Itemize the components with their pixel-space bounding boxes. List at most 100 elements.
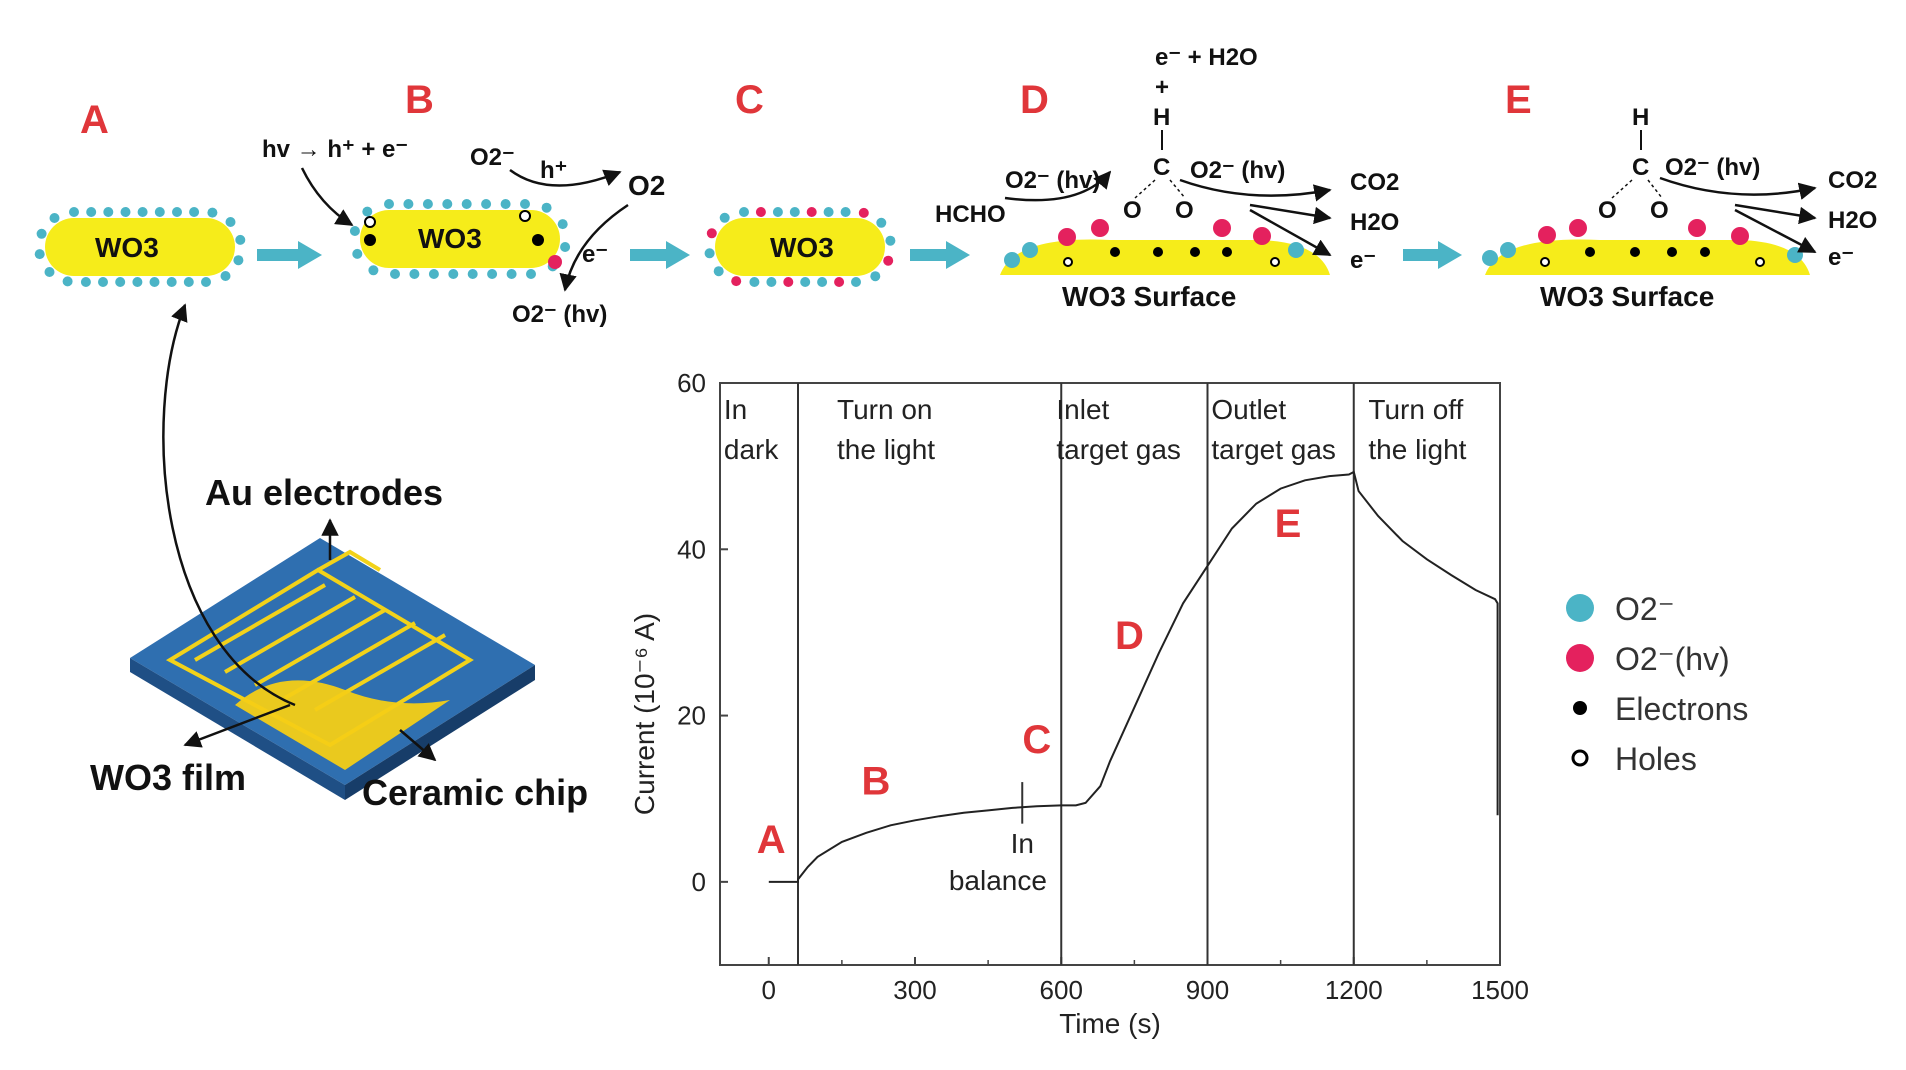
adsorbed-oxygen-dot [783, 277, 794, 287]
o2-molecule: O2 [628, 170, 665, 201]
adsorbed-oxygen-dot [560, 242, 571, 252]
x-tick-label: 1500 [1471, 975, 1529, 1005]
adsorbed-oxygen-dot [183, 277, 194, 287]
particle-c-label: WO3 [770, 232, 834, 263]
adsorbed-oxygen-dot [806, 207, 817, 217]
adsorbed-oxygen-dot [541, 202, 552, 213]
stage-label: A [757, 818, 786, 862]
plot-frame [719, 382, 1501, 966]
current-curve [768, 470, 1499, 883]
electron-dot [532, 234, 544, 246]
electron-dot [364, 234, 376, 246]
o2-adsorbed-dots-b [349, 199, 571, 279]
e-h-atom: H [1632, 104, 1649, 131]
au-electrodes-label: Au electrodes [205, 472, 443, 513]
adsorbed-oxygen-dot [207, 207, 218, 218]
adsorbed-oxygen-dot [166, 277, 177, 287]
d-top-products: e⁻ + H2O [1155, 44, 1258, 71]
panel-label-d: D [1020, 78, 1049, 122]
o2-adsorbed-label: O2⁻ [470, 144, 515, 171]
adsorbed-oxygen-dot [409, 269, 420, 279]
e-o-atom: O [1598, 197, 1617, 224]
adsorbed-oxygen-dot [80, 277, 91, 287]
legend-label: Holes [1615, 741, 1697, 777]
wo3-film-label: WO3 film [90, 757, 246, 798]
x-tick-label: 300 [893, 975, 936, 1005]
adsorbed-oxygen-dot [98, 277, 108, 287]
e-electron: e⁻ [1828, 244, 1854, 271]
adsorbed-oxygen-dot [220, 271, 231, 281]
adsorbed-oxygen-dot [349, 226, 360, 236]
adsorbed-oxygen-dot [840, 207, 851, 217]
adsorbed-oxygen-dot [883, 255, 894, 266]
adsorbed-oxygen-dot [154, 207, 165, 217]
photon-arrow [300, 167, 354, 227]
adsorbed-oxygen-dot [49, 213, 60, 223]
balance-label-line1: In [1011, 828, 1034, 859]
y-tick-label: 20 [677, 701, 706, 731]
adsorbed-oxygen-dot [115, 277, 126, 287]
region-dividers [797, 383, 1355, 965]
adsorbed-oxygen-dot [137, 207, 148, 217]
stage-label: D [1115, 614, 1144, 658]
region-label-line2: target gas [1211, 434, 1336, 465]
x-tick-label: 900 [1186, 975, 1229, 1005]
adsorbed-oxygen-dot [34, 249, 45, 260]
adsorbed-oxygen-dot [62, 276, 73, 287]
legend-marker [1566, 644, 1594, 672]
d-product-arrow-2 [1249, 203, 1332, 225]
ceramic-chip-label: Ceramic chip [362, 772, 588, 813]
adsorbed-oxygen-dot [384, 199, 394, 209]
e-c-atom: C [1632, 154, 1649, 181]
adsorbed-oxygen-dot [766, 277, 777, 287]
adsorbed-oxygen-dot [506, 269, 517, 279]
region-label-line2: the light [837, 434, 935, 465]
electron-label: e⁻ [582, 241, 608, 268]
adsorbed-oxygen-dot [870, 271, 881, 282]
adsorbed-oxygen-dot [442, 199, 453, 209]
d-product-arrow-1 [1179, 178, 1332, 202]
adsorbed-oxygen-dot [789, 207, 800, 217]
y-tick-label: 60 [677, 368, 706, 398]
x-axis-label: Time (s) [1059, 1008, 1161, 1039]
hcho-label: HCHO [935, 201, 1006, 228]
adsorbed-oxygen-dot [706, 228, 717, 239]
y-axis-label: Current (10⁻⁶ A) [629, 613, 660, 815]
legend-label: Electrons [1615, 691, 1748, 727]
adsorbed-oxygen-dot [189, 207, 200, 217]
stage-label: E [1275, 502, 1302, 546]
x-tick-label: 600 [1040, 975, 1083, 1005]
adsorbed-oxygen-dot [834, 277, 845, 287]
region-label-line2: the light [1368, 434, 1466, 465]
adsorbed-oxygen-dot [800, 277, 811, 287]
film-to-particle-arrow [162, 303, 296, 707]
adsorbed-oxygen-dot [69, 207, 79, 217]
o2-hv-dot [548, 255, 562, 269]
e-c-o-bonds [1611, 179, 1663, 199]
d-product-arrow-3 [1249, 208, 1332, 257]
o2-hv-product: O2⁻ (hv) [512, 301, 607, 328]
adsorbed-oxygen-dot [201, 277, 211, 287]
adsorbed-oxygen-dot [876, 217, 887, 228]
adsorbed-oxygen-dot [749, 277, 760, 287]
region-label-line1: Outlet [1211, 394, 1286, 425]
hole-label: h⁺ [540, 157, 567, 184]
adsorbed-oxygen-dot [352, 248, 363, 259]
d-o-atom: O [1175, 197, 1194, 224]
d-h2o: H2O [1350, 209, 1399, 236]
adsorbed-oxygen-dot [36, 228, 47, 239]
e-product-arrow-1 [1659, 176, 1817, 200]
flow-arrowhead-de [1438, 241, 1462, 269]
adsorbed-oxygen-dot [755, 207, 766, 217]
flow-arrowhead-cd [946, 241, 970, 269]
d-o-atom: O [1123, 197, 1142, 224]
adsorbed-oxygen-dot [461, 199, 472, 209]
region-label-line1: In [724, 394, 747, 425]
legend-marker [1571, 749, 1589, 767]
adsorbed-oxygen-dot [858, 207, 869, 218]
y-tick-label: 40 [677, 534, 706, 564]
